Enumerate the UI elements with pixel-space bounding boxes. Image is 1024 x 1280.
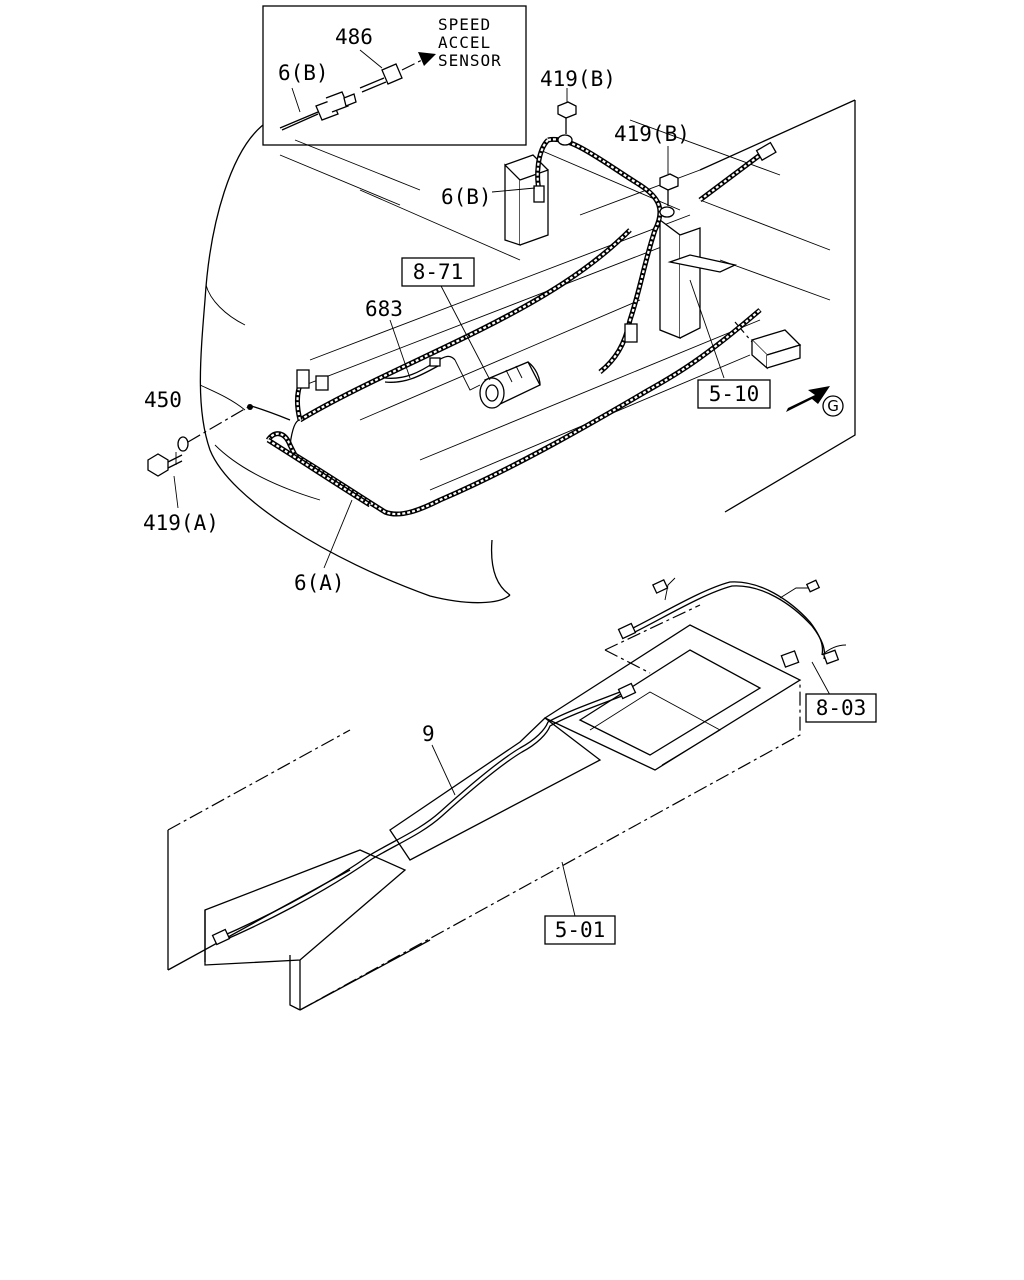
connector-upper-left (296, 369, 310, 389)
callout-8-71: 8-71 (413, 260, 464, 284)
ref-box-5-01 (544, 915, 616, 945)
harness-8-03-route (617, 577, 847, 668)
connector-harness-9-end (211, 928, 231, 946)
callout-419a: 419(A) (143, 511, 219, 535)
bolt-419b-right (659, 173, 679, 218)
ref-box-8-71 (401, 257, 475, 287)
washer-450 (177, 406, 249, 452)
speed-sensor-8-71 (479, 361, 541, 409)
sensor-wire-683 (384, 355, 481, 391)
bolt-419a (147, 452, 183, 477)
callout-419b-upper: 419(B) (540, 67, 616, 91)
floor-console (167, 604, 802, 1011)
inset-harness-label: 6(B) (278, 61, 329, 85)
harness-6a-route (247, 228, 762, 517)
harness-9-route (211, 682, 637, 946)
relay-box (734, 321, 802, 370)
callout-6b: 6(B) (441, 185, 492, 209)
inset-sensor-line-3: SENSOR (438, 51, 502, 70)
callout-419b-right: 419(B) (614, 122, 690, 146)
harness-6b-route (533, 136, 777, 374)
inset-arrow-icon (418, 52, 436, 66)
callout-450: 450 (144, 388, 182, 412)
arrow-icon (786, 386, 830, 412)
inset-connector-male (343, 93, 357, 107)
view-marker-g: G (827, 397, 839, 415)
connector-harness-9-front (617, 682, 637, 700)
callout-683: 683 (365, 297, 403, 321)
bolt-419b-upper (557, 101, 577, 146)
callout-8-03: 8-03 (816, 696, 867, 720)
inset-part-486: 486 (335, 25, 373, 49)
bolt-head-icon (147, 453, 169, 477)
callout-5-01: 5-01 (555, 918, 606, 942)
ref-box-8-03 (805, 693, 877, 723)
ref-box-5-10 (697, 379, 771, 409)
inset-sensor-plug (381, 63, 403, 85)
callout-9: 9 (422, 722, 435, 746)
inset-detail: 486 6(B) SPEED ACCEL SENSOR (204, 5, 527, 301)
inset-sensor-line-2: ACCEL (438, 33, 491, 52)
callout-5-10: 5-10 (709, 382, 760, 406)
inset-sensor-line-1: SPEED (438, 15, 491, 34)
view-arrow-g: G (786, 386, 844, 417)
callout-6a: 6(A) (294, 571, 345, 595)
cab-outline (199, 99, 856, 604)
